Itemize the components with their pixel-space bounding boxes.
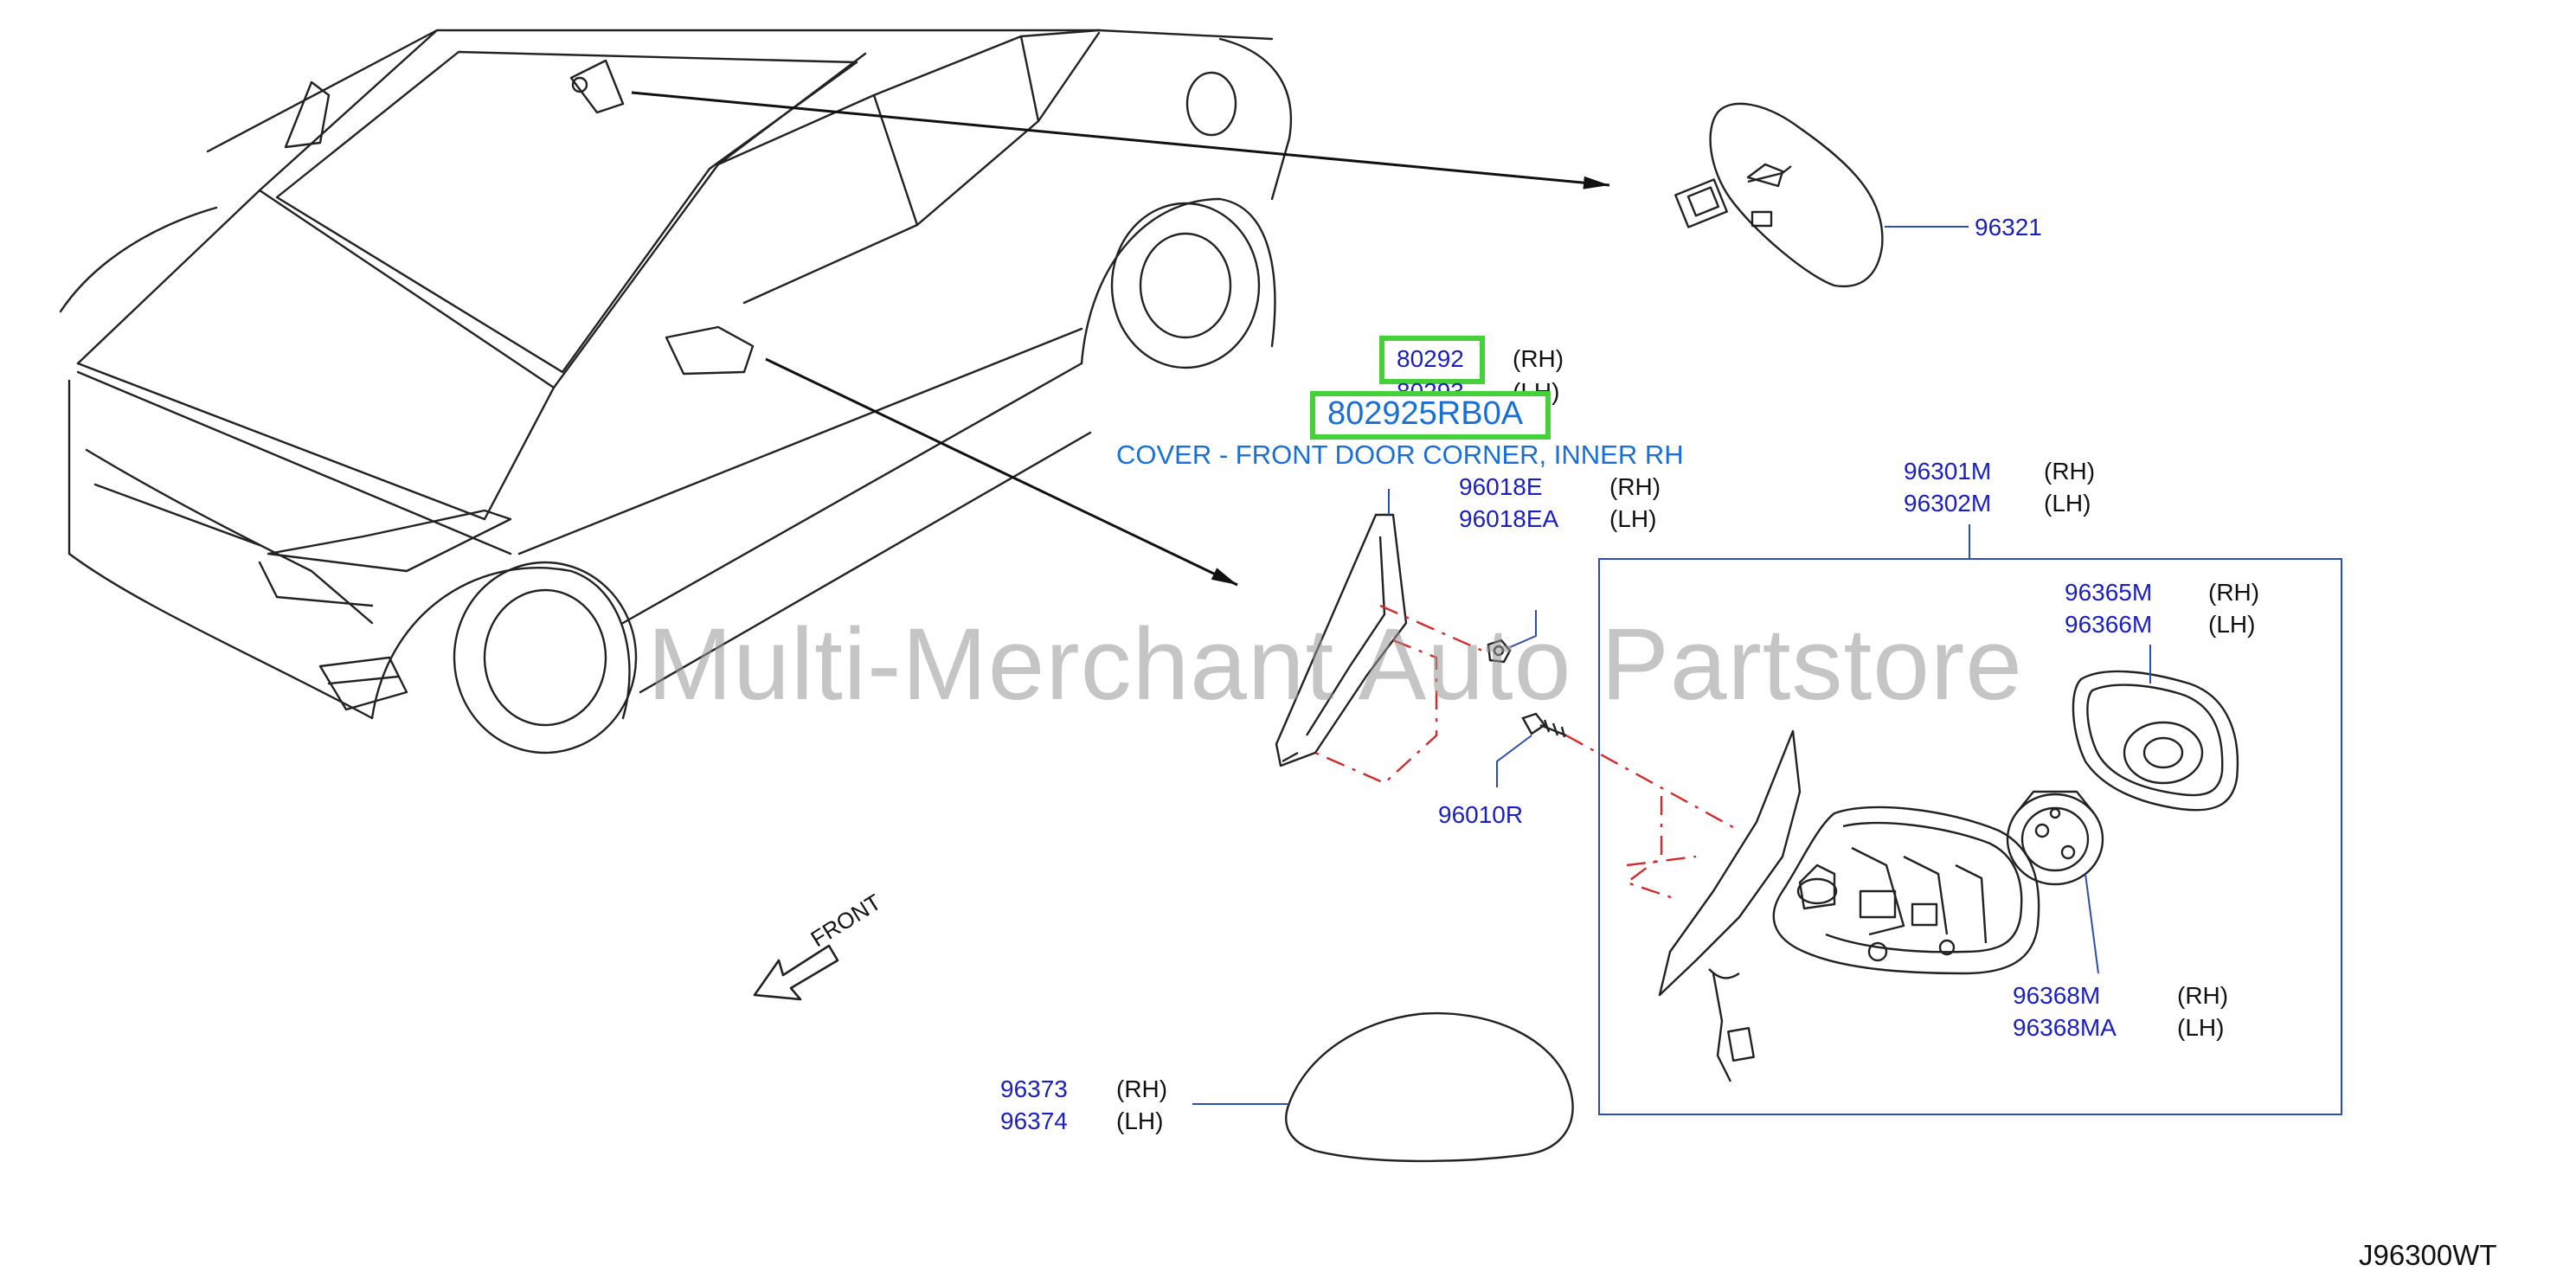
part-number-96302M[interactable]: 96302M <box>1904 490 1992 517</box>
side-96368MA: (LH) <box>2177 1014 2225 1041</box>
side-96368M: (RH) <box>2177 982 2229 1009</box>
part-number-80292[interactable]: 80292 <box>1397 345 1464 372</box>
watermark: Multi-Merchant Auto Partstore <box>647 607 2023 722</box>
highlight-box-selected <box>1310 391 1551 440</box>
arrow-to-door-mirror <box>765 357 1238 587</box>
part-number-96365M[interactable]: 96365M <box>2065 579 2153 606</box>
side-96374: (LH) <box>1116 1107 1164 1134</box>
mirror-actuator <box>2006 790 2104 974</box>
mirror-glass <box>2072 645 2239 812</box>
side-96018EA: (LH) <box>1609 505 1657 532</box>
part-number-96321[interactable]: 96321 <box>1975 214 2042 241</box>
side-80292: (RH) <box>1513 345 1564 372</box>
arrow-to-inner-mirror <box>631 91 1610 189</box>
selected-part-number[interactable]: 802925RB0A <box>1327 395 1524 432</box>
highlight-box-80292 <box>1379 336 1485 384</box>
mirror-skull-cap <box>1192 1011 1574 1163</box>
part-number-96010R[interactable]: 96010R <box>1438 801 1524 828</box>
front-direction-arrow <box>753 944 839 1001</box>
side-96366M: (LH) <box>2208 611 2256 638</box>
part-number-96366M[interactable]: 96366M <box>2065 611 2153 638</box>
side-96018E: (RH) <box>1609 473 1661 500</box>
side-96301M: (RH) <box>2044 458 2096 485</box>
side-96373: (RH) <box>1116 1075 1168 1102</box>
part-number-96368M[interactable]: 96368M <box>2013 982 2101 1009</box>
part-number-96374[interactable]: 96374 <box>1000 1107 1068 1134</box>
part-number-96018EA[interactable]: 96018EA <box>1459 505 1559 532</box>
door-mirror-assembly <box>1658 729 2040 1082</box>
fasteners <box>1487 610 1567 787</box>
part-number-96301M[interactable]: 96301M <box>1904 458 1992 485</box>
part-number-96368MA[interactable]: 96368MA <box>2013 1014 2117 1041</box>
assembly-lines <box>1314 604 1740 902</box>
selected-part-description: COVER - FRONT DOOR CORNER, INNER RH <box>1116 440 1684 470</box>
side-96302M: (LH) <box>2044 490 2091 517</box>
drawing-code: J96300WT <box>2359 1239 2497 1271</box>
vehicle-illustration <box>59 29 1293 754</box>
inner-rearview-mirror <box>1674 102 1969 288</box>
corner-cover-part <box>1275 489 1408 767</box>
side-96365M: (RH) <box>2208 579 2260 606</box>
part-number-96373[interactable]: 96373 <box>1000 1075 1068 1102</box>
pointer-arrows <box>631 91 1610 587</box>
part-number-96018E[interactable]: 96018E <box>1459 473 1543 500</box>
